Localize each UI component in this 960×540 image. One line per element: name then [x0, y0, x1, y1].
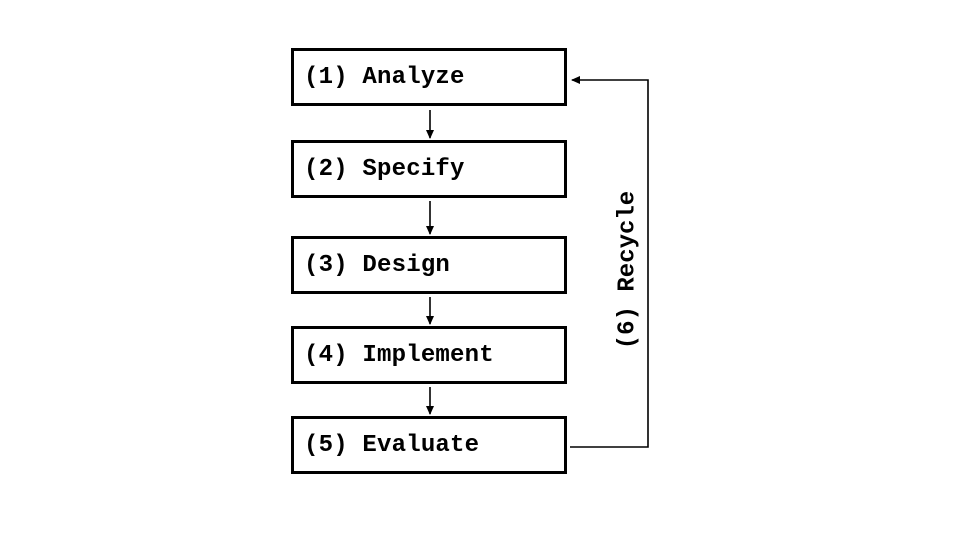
step-implement-box: (4) Implement	[291, 326, 567, 384]
step-implement-label: (4) Implement	[304, 341, 494, 369]
recycle-label: (6) Recycle	[614, 190, 642, 350]
recycle-loop-arrow	[570, 76, 649, 448]
step-specify-box: (2) Specify	[291, 140, 567, 198]
step-specify-label: (2) Specify	[304, 155, 465, 183]
step-design-box: (3) Design	[291, 236, 567, 294]
step-evaluate-box: (5) Evaluate	[291, 416, 567, 474]
step-design-label: (3) Design	[304, 251, 451, 279]
step-analyze-label: (1) Analyze	[304, 63, 465, 91]
step-analyze-box: (1) Analyze	[291, 48, 567, 106]
step-evaluate-label: (5) Evaluate	[304, 431, 480, 459]
